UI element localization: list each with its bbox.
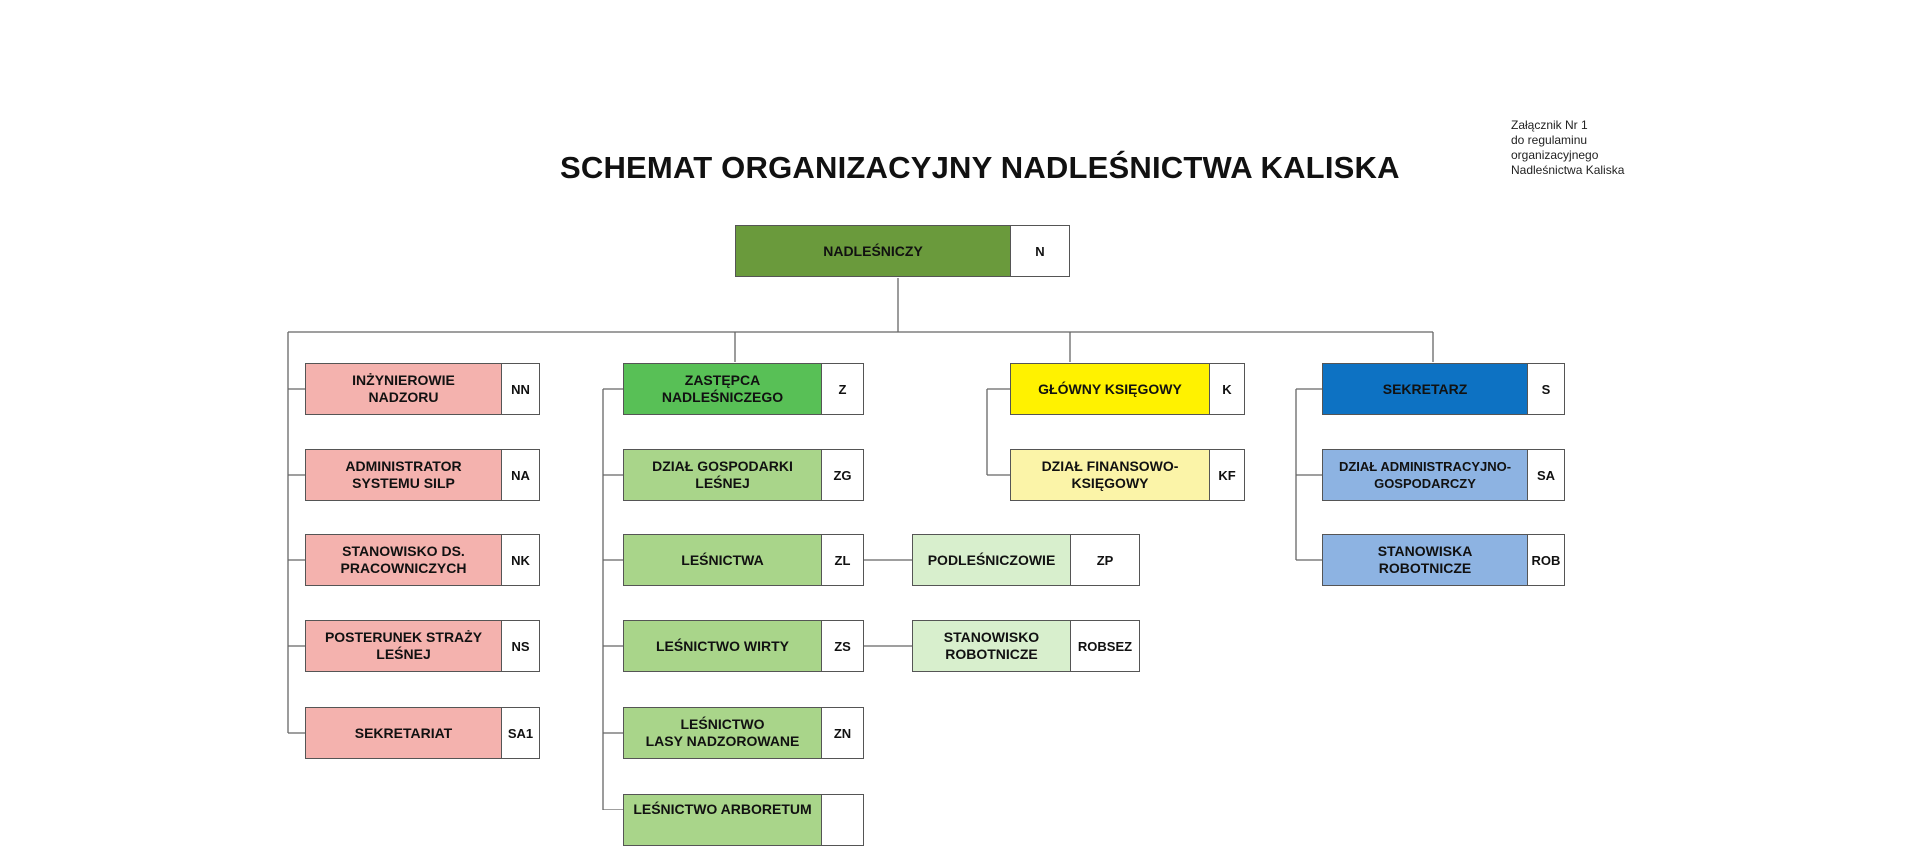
node-code: NN [502,364,539,414]
node-name: LEŚNICTWO LASY NADZOROWANE [624,708,822,758]
node-code: S [1528,364,1564,414]
node-name: SEKRETARZ [1323,364,1528,414]
node-name: STANOWISKO ROBOTNICZE [913,621,1071,671]
node-name: DZIAŁ FINANSOWO- KSIĘGOWY [1011,450,1210,500]
connector-lines [287,278,1434,810]
annex-note: Załącznik Nr 1 do regulaminu organizacyj… [1511,118,1671,178]
node-lesnictwa: LEŚNICTWA ZL [623,534,864,586]
node-lesnictwo-arboretum: LEŚNICTWO ARBORETUM [623,794,864,846]
node-lasy-nadzorowane: LEŚNICTWO LASY NADZOROWANE ZN [623,707,864,759]
node-name: LEŚNICTWO WIRTY [624,621,822,671]
node-code: ROBSEZ [1071,621,1139,671]
annex-line: organizacyjnego [1511,148,1599,162]
node-code: N [1011,226,1069,276]
node-name: INŻYNIEROWIE NADZORU [306,364,502,414]
node-name: STANOWISKA ROBOTNICZE [1323,535,1528,585]
node-posterunek-strazy: POSTERUNEK STRAŻY LEŚNEJ NS [305,620,540,672]
node-name: GŁÓWNY KSIĘGOWY [1011,364,1210,414]
node-name: DZIAŁ GOSPODARKI LEŚNEJ [624,450,822,500]
node-code: ROB [1528,535,1564,585]
node-name: LEŚNICTWA [624,535,822,585]
node-name: DZIAŁ ADMINISTRACYJNO- GOSPODARCZY [1323,450,1528,500]
node-name: NADLEŚNICZY [736,226,1011,276]
node-dzial-administracyjno: DZIAŁ ADMINISTRACYJNO- GOSPODARCZY SA [1322,449,1565,501]
node-code: KF [1210,450,1244,500]
node-code: NK [502,535,539,585]
node-sekretariat: SEKRETARIAT SA1 [305,707,540,759]
node-name: POSTERUNEK STRAŻY LEŚNEJ [306,621,502,671]
node-code: ZS [822,621,863,671]
node-stanowisko-robotnicze: STANOWISKO ROBOTNICZE ROBSEZ [912,620,1140,672]
annex-line: Załącznik Nr 1 [1511,118,1588,132]
node-zastepca: ZASTĘPCA NADLEŚNICZEGO Z [623,363,864,415]
node-code: ZN [822,708,863,758]
node-code: SA1 [502,708,539,758]
node-code [822,795,863,845]
node-code: SA [1528,450,1564,500]
node-inzynierowie-nadzoru: INŻYNIEROWIE NADZORU NN [305,363,540,415]
chart-title: SCHEMAT ORGANIZACYJNY NADLEŚNICTWA KALIS… [560,150,1400,185]
node-podlesniczowie: PODLEŚNICZOWIE ZP [912,534,1140,586]
node-stanowiska-robotnicze: STANOWISKA ROBOTNICZE ROB [1322,534,1565,586]
node-code: ZL [822,535,863,585]
node-glowny-ksiegowy: GŁÓWNY KSIĘGOWY K [1010,363,1245,415]
node-code: ZP [1071,535,1139,585]
node-code: K [1210,364,1244,414]
annex-line: do regulaminu [1511,133,1588,147]
node-lesnictwo-wirty: LEŚNICTWO WIRTY ZS [623,620,864,672]
node-code: NS [502,621,539,671]
node-name: STANOWISKO DS. PRACOWNICZYCH [306,535,502,585]
node-name: PODLEŚNICZOWIE [913,535,1071,585]
annex-line: Nadleśnictwa Kaliska [1511,163,1625,177]
node-dzial-finansowo: DZIAŁ FINANSOWO- KSIĘGOWY KF [1010,449,1245,501]
node-nadlesniczy: NADLEŚNICZY N [735,225,1070,277]
node-stanowisko-pracowniczych: STANOWISKO DS. PRACOWNICZYCH NK [305,534,540,586]
node-dzial-gospodarki: DZIAŁ GOSPODARKI LEŚNEJ ZG [623,449,864,501]
node-administrator-silp: ADMINISTRATOR SYSTEMU SILP NA [305,449,540,501]
node-code: Z [822,364,863,414]
node-name: ADMINISTRATOR SYSTEMU SILP [306,450,502,500]
node-code: ZG [822,450,863,500]
node-name: ZASTĘPCA NADLEŚNICZEGO [624,364,822,414]
node-code: NA [502,450,539,500]
node-sekretarz: SEKRETARZ S [1322,363,1565,415]
node-name: SEKRETARIAT [306,708,502,758]
node-name: LEŚNICTWO ARBORETUM [624,795,822,845]
